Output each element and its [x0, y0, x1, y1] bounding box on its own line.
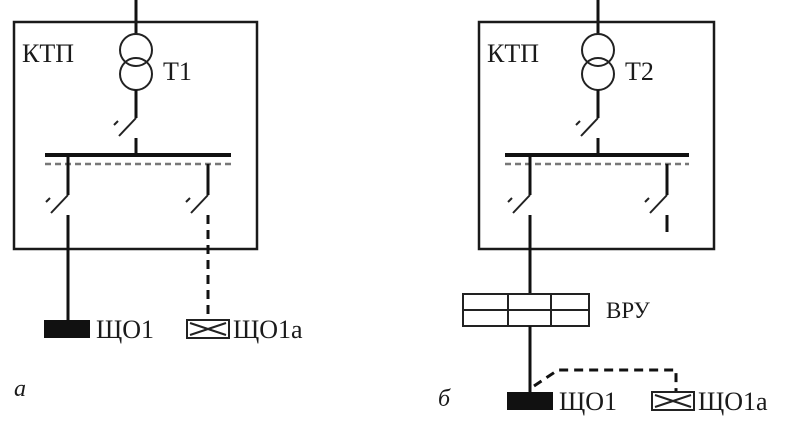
caption-b: б [438, 386, 451, 412]
feeder-switch-b2 [649, 194, 668, 214]
scheme-b: КТП Т2 ВРУ [438, 0, 768, 416]
transformer-t2 [581, 33, 615, 91]
feeder-switch-a1 [50, 194, 69, 214]
distribution-unit [462, 293, 590, 327]
transformer-t1 [119, 33, 153, 91]
caption-a: а [14, 376, 26, 402]
feeder-switch-b1 [512, 194, 531, 214]
panel-backup-label-b: ЩО1а [698, 387, 768, 416]
distribution-unit-label: ВРУ [606, 298, 651, 323]
panel-main-b [507, 392, 553, 410]
transformer-label-t2: Т2 [625, 57, 654, 86]
main-switch-b [580, 117, 599, 137]
scheme-a: КТП Т1 ЩО1 ЩО1а [12, 0, 303, 402]
substation-label-b: КТП [487, 39, 539, 68]
substation-frame-a [12, 20, 259, 251]
panel-main-label-a: ЩО1 [96, 315, 154, 344]
panel-main-label-b: ЩО1 [559, 387, 617, 416]
substation-label-a: КТП [22, 39, 74, 68]
panel-main-a [44, 320, 90, 338]
panel-backup-a [186, 319, 230, 339]
panel-backup-label-a: ЩО1а [233, 315, 303, 344]
feeder-switch-a2 [190, 194, 209, 214]
main-switch-a [118, 117, 137, 137]
transformer-label-t1: Т1 [163, 57, 192, 86]
panel-backup-b [651, 391, 695, 411]
substation-frame-b [477, 20, 716, 251]
backup-link-b [533, 368, 678, 392]
